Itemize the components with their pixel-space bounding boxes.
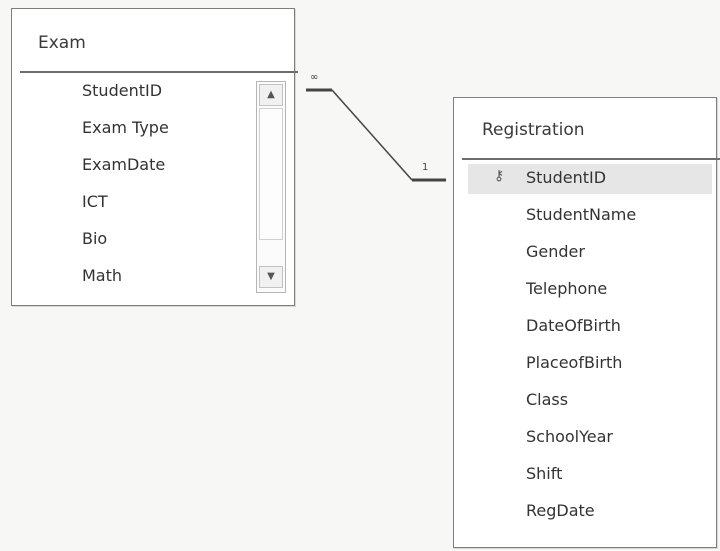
exam-title-divider [20,71,298,73]
exam-field-bio[interactable]: Bio [82,229,108,248]
registration-field-schoolyear[interactable]: SchoolYear [526,427,613,446]
exam-field-studentid[interactable]: StudentID [82,81,163,100]
exam-table-title[interactable]: Exam [38,33,86,53]
registration-field-telephone[interactable]: Telephone [526,279,608,298]
registration-table[interactable]: Registration ⚷ StudentID StudentName Gen… [453,97,720,548]
exam-scrollbar[interactable]: ▲ ▼ [256,81,286,293]
registration-field-shift[interactable]: Shift [526,464,563,483]
exam-field-math[interactable]: Math [82,266,123,285]
scroll-down-button[interactable]: ▼ [259,266,283,288]
exam-field-exam-type[interactable]: Exam Type [82,118,169,137]
registration-title-divider [462,158,720,160]
exam-field-examdate[interactable]: ExamDate [82,155,166,174]
registration-field-placeofbirth[interactable]: PlaceofBirth [526,353,623,372]
registration-field-dateofbirth[interactable]: DateOfBirth [526,316,621,335]
registration-field-row-selected[interactable] [468,164,712,194]
registration-field-class[interactable]: Class [526,390,569,409]
registration-table-title[interactable]: Registration [482,120,585,140]
exam-field-list: StudentID Exam Type ExamDate ICT Bio Mat… [82,81,252,301]
registration-field-gender[interactable]: Gender [526,242,585,261]
registration-field-list: StudentID StudentName Gender Telephone D… [526,168,706,538]
scroll-up-button[interactable]: ▲ [259,84,283,106]
exam-table[interactable]: Exam StudentID Exam Type ExamDate ICT Bi… [11,8,298,306]
registration-field-regdate[interactable]: RegDate [526,501,595,520]
relationship-many-label: ∞ [310,72,319,83]
exam-field-ict[interactable]: ICT [82,192,108,211]
key-icon: ⚷ [494,168,505,184]
registration-field-studentid[interactable]: StudentID [526,168,607,187]
relationship-one-label: 1 [422,162,429,173]
scroll-thumb[interactable] [259,108,283,240]
registration-field-studentname[interactable]: StudentName [526,205,637,224]
